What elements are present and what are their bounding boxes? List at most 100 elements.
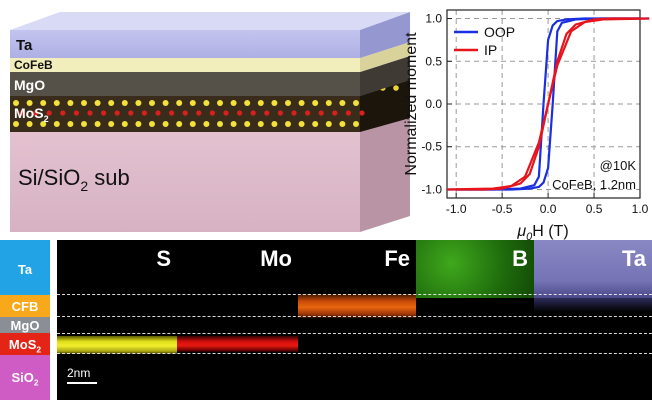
mo-atom [169,110,175,116]
s-atom [325,121,332,127]
y-axis-label: Normalized moment [403,32,420,176]
s-atom [40,121,47,127]
cofeb-layer-block [10,58,360,72]
s-atom [26,100,33,106]
mgo-layer-block [10,72,360,96]
annotation-temperature: @10K [600,158,637,173]
scalebar-label: 2nm [67,366,91,380]
s-atom [135,100,142,106]
mo-atom [223,110,229,116]
eds-map-b-label: B [512,246,528,271]
s-atom [121,121,128,127]
mo-atom [237,110,243,116]
s-atom [67,121,74,127]
s-atom [312,100,319,106]
s-atom [108,100,115,106]
annotation-sample: CoFeB, 1.2nm [552,177,636,192]
s-atom [189,121,196,127]
y-tick-label: 0.0 [425,97,442,111]
legend-label-oop: OOP [484,24,515,40]
eds-map-fe-label: Fe [384,246,410,271]
eds-layer-mgo-label: MgO [10,317,40,333]
legend-label-ip: IP [484,42,497,58]
fe-signal-band [298,294,416,318]
mos2-right-face [360,80,410,132]
s-atom [13,121,19,127]
mo-atom [332,110,338,116]
s-atom [244,121,251,127]
s-atom [121,100,128,106]
eds-map-s-label: S [156,246,171,271]
layer-label-mos2: MoS2 [14,105,49,124]
mo-signal-band [177,336,298,352]
s-atom [217,100,223,106]
s-atom [339,121,346,127]
s-atom [203,100,210,106]
s-atom [298,100,305,106]
y-tick-label: -0.5 [421,140,442,154]
ta-top-face [10,12,410,30]
mo-atom [141,110,147,116]
x-axis-label: μ0H (T) [516,223,568,240]
eds-map-b: B [416,240,534,400]
s-atom [230,100,237,106]
s-atom [94,121,101,127]
eds-layer-ta: Ta [0,240,50,298]
s-atom [176,100,183,106]
s-atom [81,121,87,127]
s-atom [298,121,305,127]
eds-panel: Ta CFB MgO MoS2 SiO2 S 2nm Mo Fe B Ta [0,240,652,400]
ta-signal-fade [534,298,652,312]
eds-map-fe: Fe [298,240,416,400]
mo-atom [209,110,215,116]
s-atom [353,121,359,127]
y-tick-label: 1.0 [425,12,442,26]
eds-layer-mos2: MoS2 [0,333,50,355]
mo-atom [114,110,120,116]
interface-line-2 [57,316,652,317]
s-atom [149,121,155,127]
layer-label-cofeb: CoFeB [14,58,53,72]
eds-layer-mos2-label: MoS2 [8,336,42,355]
layer-label-mgo: MgO [14,77,45,93]
eds-layer-sio2-label: SiO2 [11,370,39,388]
mo-atom [155,110,161,116]
y-tick-label: -1.0 [421,182,442,196]
mo-atom [264,110,270,116]
mgo-right-face [360,56,410,96]
ta-signal-band [534,240,652,298]
mo-atom [87,110,93,116]
s-atom [339,100,346,106]
eds-layer-cfb: CFB [0,295,50,317]
mo-atom [345,110,351,116]
layer-label-ta: Ta [16,37,33,54]
layer-stack-diagram: Ta CoFeB MgO MoS2 Si/SiO2 sub [10,12,410,232]
eds-map-mo: Mo [177,240,298,400]
s-atom [108,121,115,127]
scalebar: 2nm [67,366,97,384]
s-atom [325,100,332,106]
s-atom [162,100,169,106]
substrate-label: Si/SiO2 sub [18,165,130,194]
y-tick-label: 0.5 [425,54,442,68]
eds-map-mo-label: Mo [260,246,292,271]
s-atom [162,121,169,127]
mo-atom [182,110,188,116]
eds-map-ta: Ta [534,240,652,400]
mo-atom [291,110,297,116]
series-line-ip-descending [456,17,650,191]
x-tick-label: -0.5 [492,202,513,216]
mo-atom [305,110,311,116]
s-atom [312,121,319,127]
mo-atom [19,110,25,116]
s-atom [285,100,291,106]
s-atom [53,121,60,127]
b-signal-band [416,240,534,298]
s-atom [67,100,74,106]
s-atom [149,100,155,106]
interface-line-4 [57,353,652,354]
s-atom [94,100,101,106]
mo-atom [46,110,52,116]
